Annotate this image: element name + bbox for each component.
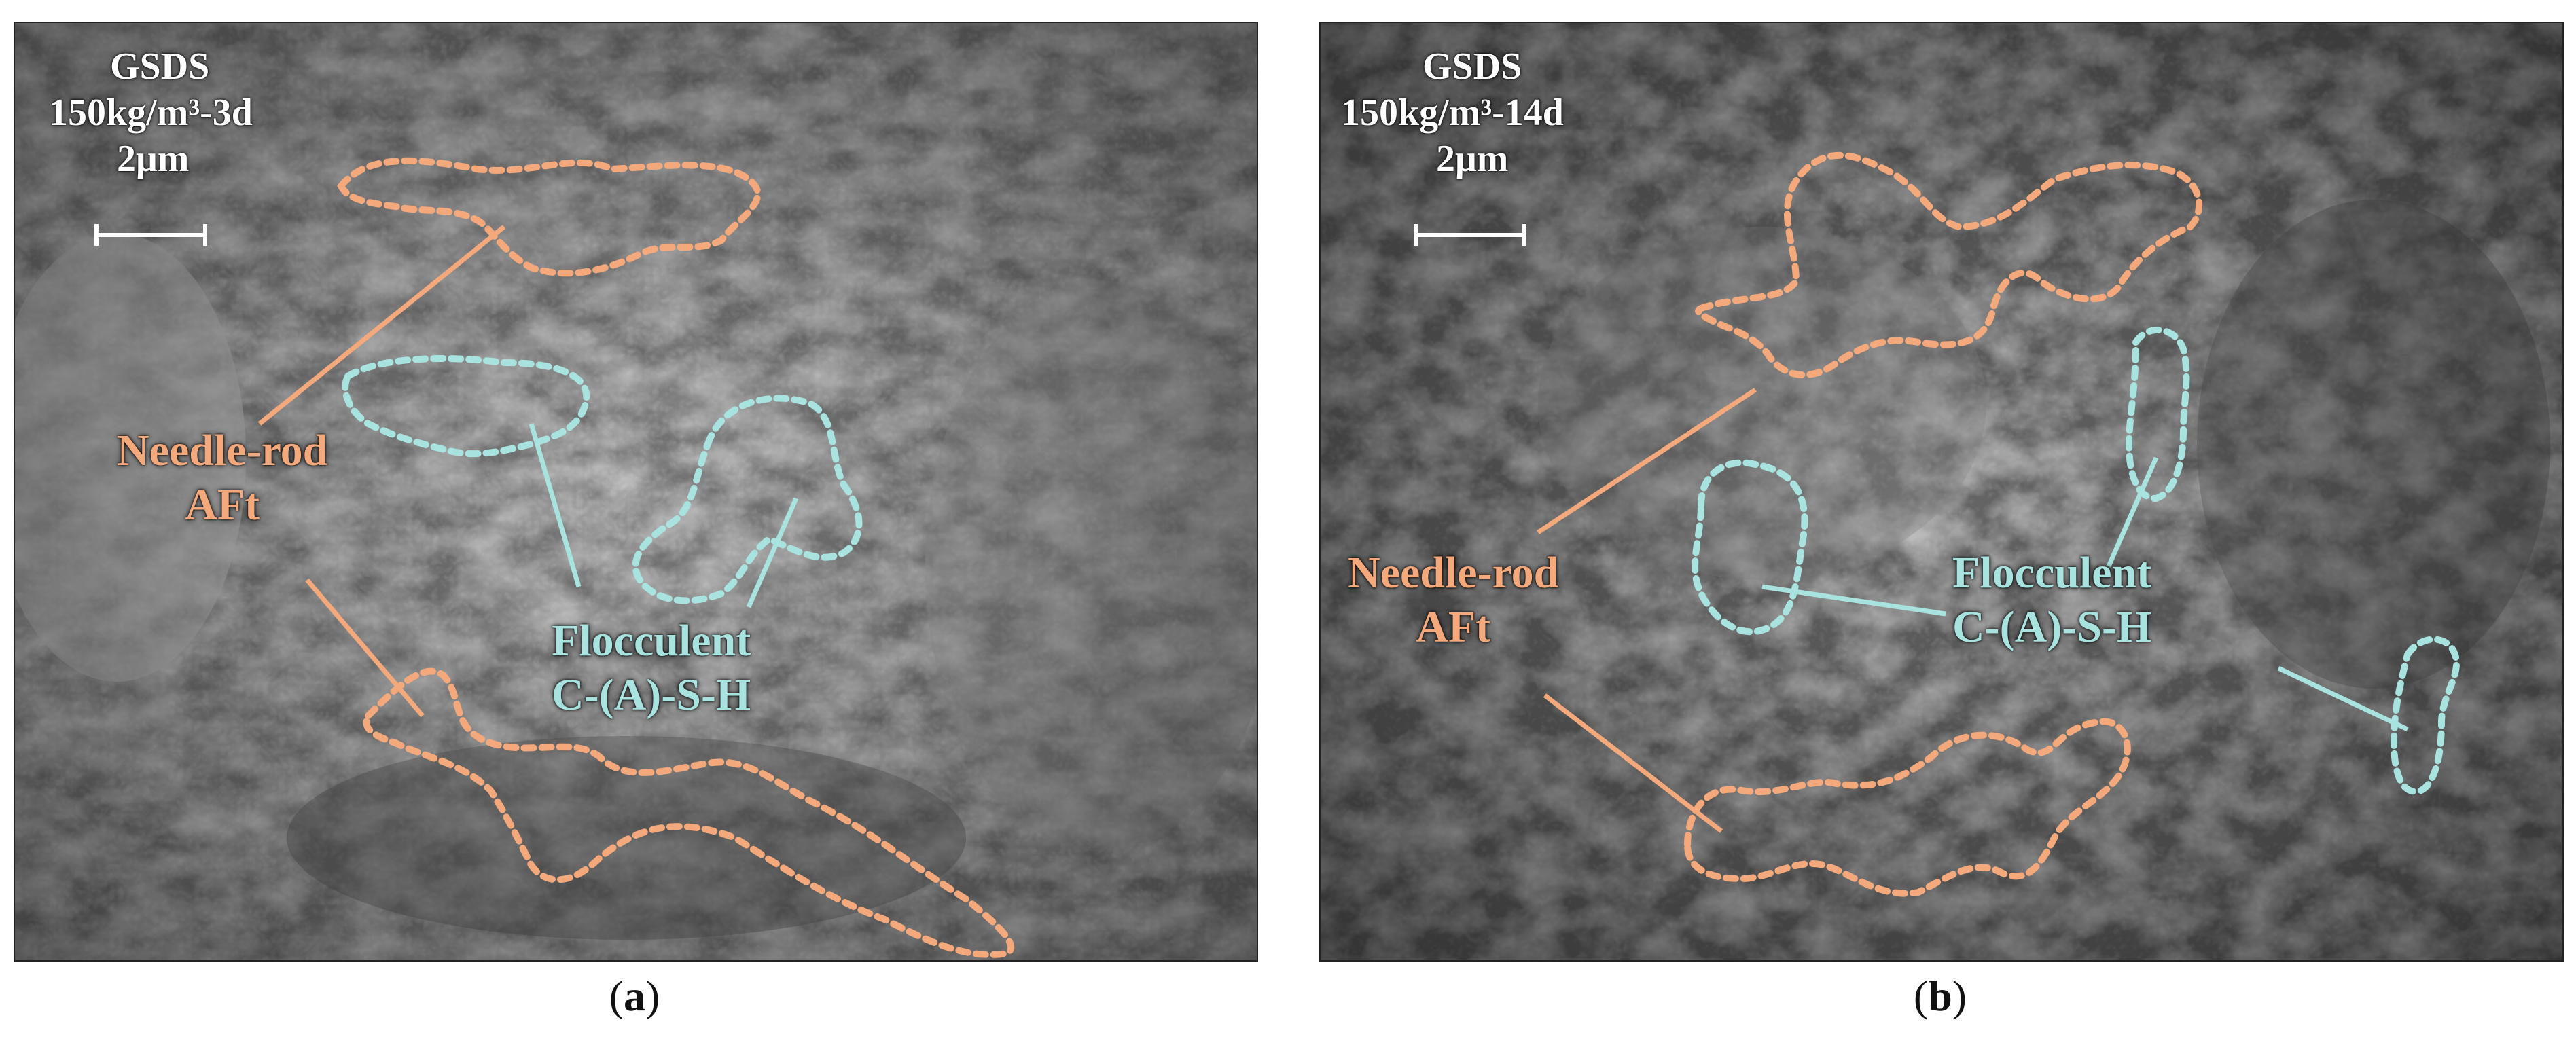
panel-caption-a: (a) [609, 972, 660, 1020]
sample-header-a: GSDS 150kg/m³-3d 2μm [49, 43, 253, 182]
sample-header-b: GSDS 150kg/m³-14d 2μm [1341, 43, 1564, 182]
scale-label-a: 2μm [117, 138, 190, 180]
sample-dosage-age-b: 150kg/m³-14d [1341, 92, 1564, 134]
aft-region-outline-bottom-b [1683, 718, 2131, 897]
aft-leader-line-bottom-b [1543, 693, 1723, 833]
csh-region-outline-right-a [632, 395, 863, 604]
sem-image-panel-a: GSDS 150kg/m³-3d 2μm Needle-rod AFt Floc… [14, 22, 1258, 962]
csh-region-outline-bottom-right-b [2390, 636, 2460, 795]
sample-dosage-age-a: 150kg/m³-3d [49, 92, 253, 134]
scale-label-b: 2μm [1436, 138, 1509, 180]
csh-label-a: Flocculent C-(A)-S-H [552, 616, 751, 720]
aft-leader-line-bottom-a [305, 578, 425, 718]
csh-label-b: Flocculent C-(A)-S-H [1952, 548, 2152, 652]
csh-leader-line-bottom-right-b [2277, 665, 2409, 732]
aft-region-outline-top-b [1695, 151, 2202, 379]
sample-name-a: GSDS [110, 45, 210, 88]
csh-leader-line-center-b [1761, 584, 1946, 617]
csh-region-outline-left-a [342, 355, 590, 458]
csh-leader-line-top-right-b [2106, 456, 2159, 568]
aft-leader-line-top-b [1537, 388, 1757, 534]
annotation-layer-b [1414, 151, 2460, 897]
csh-leader-line-left-a [529, 423, 582, 587]
aft-leader-line-top-a [257, 225, 506, 426]
aft-label-a: Needle-rod AFt [117, 426, 328, 530]
aft-region-outline-top-a [337, 157, 762, 277]
csh-leader-line-right-a [746, 497, 799, 608]
panel-caption-b: (b) [1913, 972, 1967, 1020]
sample-name-b: GSDS [1423, 45, 1522, 88]
scale-bar-b [1414, 224, 1526, 246]
csh-region-outline-top-right-b [2125, 327, 2190, 502]
aft-region-outline-bottom-a [363, 667, 1015, 958]
sem-micrograph-b [1321, 23, 2562, 960]
aft-label-b: Needle-rod AFt [1348, 548, 1559, 652]
sem-image-panel-b: GSDS 150kg/m³-14d 2μm Needle-rod AFt Flo… [1319, 22, 2564, 962]
annotation-layer-a [94, 157, 1015, 958]
csh-region-outline-center-b [1692, 459, 1808, 636]
scale-bar-a [94, 224, 207, 246]
